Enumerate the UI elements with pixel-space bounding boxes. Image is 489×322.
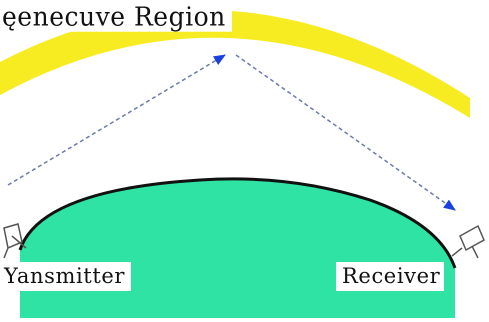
transmitter-label: Yansmitter [0, 262, 132, 291]
incident-ray [7, 54, 226, 186]
transmitter-antenna-icon [3, 223, 27, 259]
receiver-antenna-icon [451, 224, 485, 259]
reflected-ray [235, 54, 456, 211]
reflective-region-label: ęenecuve Region [0, 1, 232, 32]
receiver-label: Receiver [336, 262, 445, 291]
earth-outline [18, 177, 457, 269]
reflective-region-band [0, 9, 470, 118]
